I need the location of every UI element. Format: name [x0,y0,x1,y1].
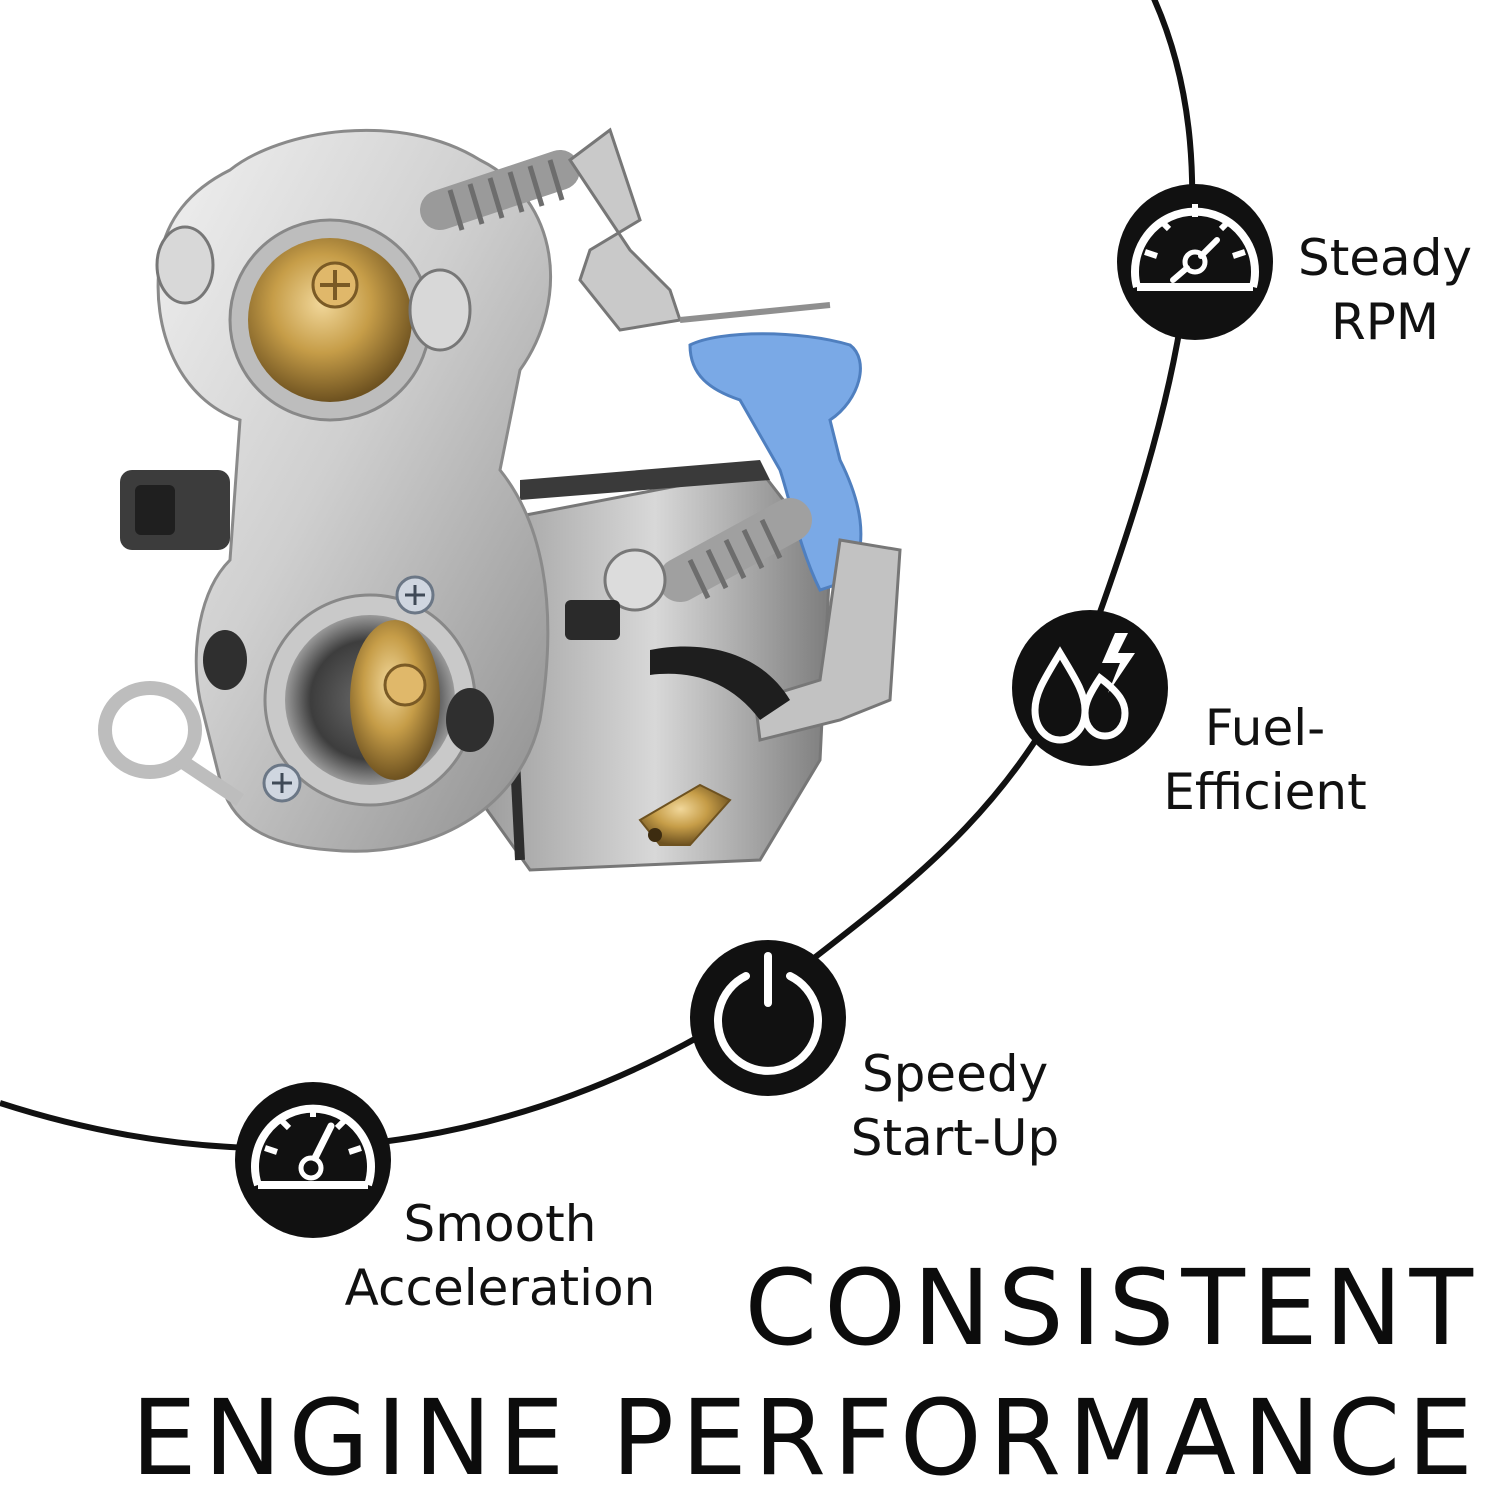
choke-lever [688,332,863,592]
mount-hole [446,688,494,752]
fuel-drops-icon [1012,610,1168,766]
headline-line2: ENGINE PERFORMANCE [131,1377,1480,1499]
lever-washer [603,548,667,612]
headline-line1: CONSISTENT [744,1247,1480,1369]
fuel-efficient-line2: Efficient [1163,763,1367,821]
steady-rpm-label: Steady RPM [1280,226,1490,354]
black-cam [650,646,790,720]
bracket [753,538,902,742]
fuel-efficient-label: Fuel- Efficient [1140,696,1390,824]
wire-rod [679,302,831,323]
lever-ring [98,681,202,779]
power-icon [690,940,846,1096]
speedy-startup-line1: Speedy [861,1045,1049,1103]
steady-rpm-line2: RPM [1330,293,1440,351]
steady-rpm-line1: Steady [1297,229,1473,287]
mount-hole [203,630,247,690]
screw [383,663,427,707]
speedometer-icon [235,1082,391,1238]
spring [658,498,812,602]
fuel-efficient-line1: Fuel- [1204,699,1326,757]
mount-hole [408,268,472,352]
connector [135,485,175,535]
spring [420,150,580,230]
carburetor-illustration [98,127,902,872]
speedy-startup-line2: Start-Up [850,1109,1060,1167]
smooth-acceleration-line1: Smooth [403,1195,597,1253]
smooth-acceleration-line2: Acceleration [344,1259,656,1317]
smooth-acceleration-label: Smooth Acceleration [330,1192,670,1320]
tachometer-icon [1117,184,1273,340]
mount-hole [155,225,215,305]
speedy-startup-label: Speedy Start-Up [830,1042,1080,1170]
lever-block [565,600,620,640]
gasket [520,460,770,500]
upper-bore-brass [248,238,412,402]
throttle-lever [567,127,682,332]
